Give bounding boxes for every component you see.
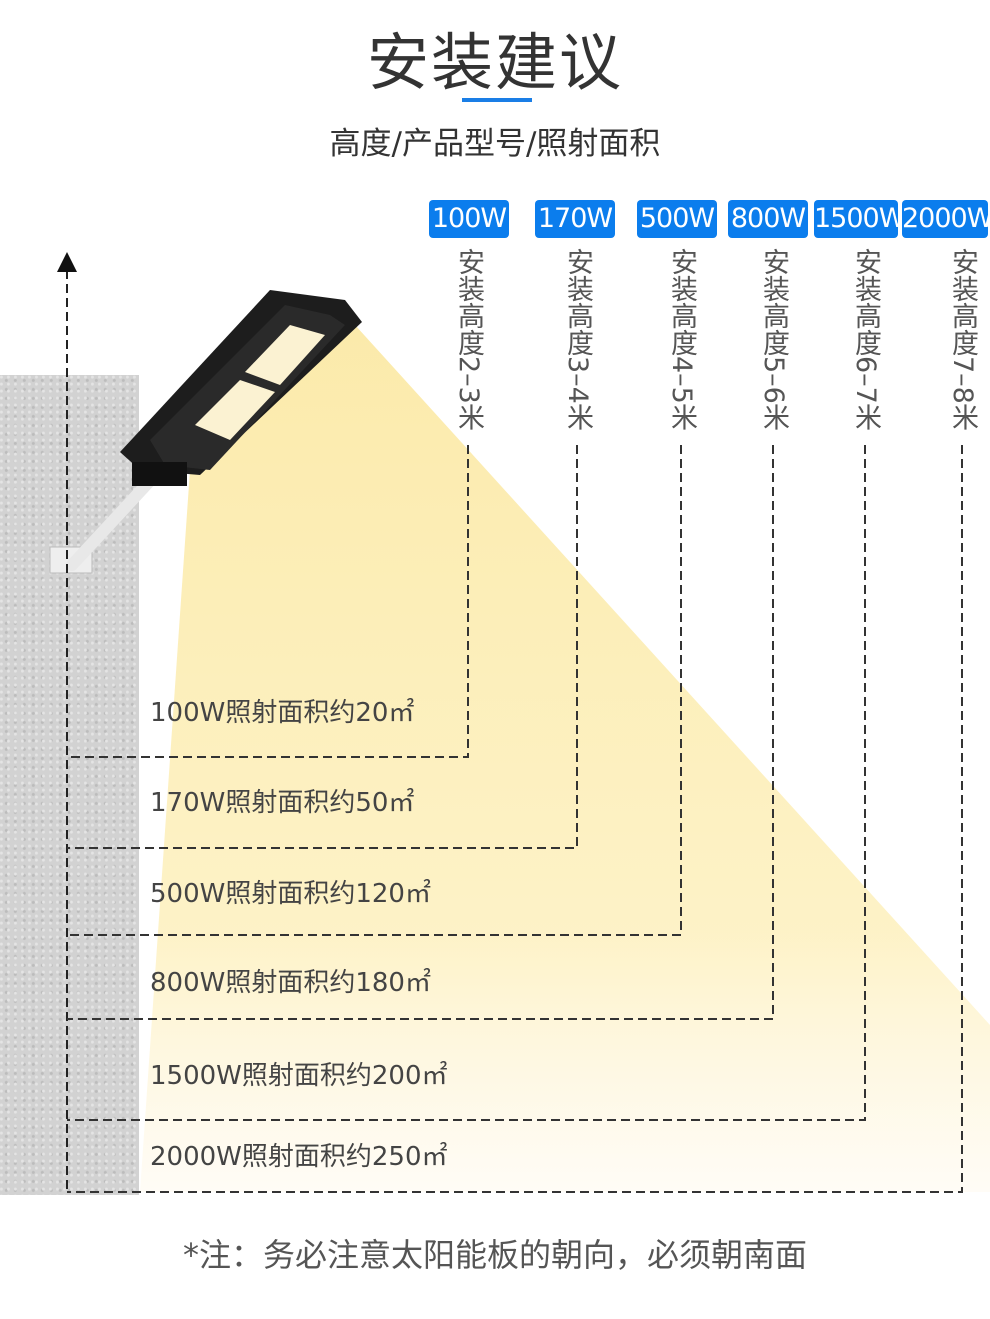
area-label-100w: 100W照射面积约20㎡ bbox=[150, 698, 415, 728]
page-title: 安装建议 bbox=[366, 26, 623, 99]
arrow-up-icon bbox=[57, 252, 77, 272]
height-guide-line bbox=[67, 445, 682, 936]
install-height-100w: 安装高度2–3米 bbox=[453, 248, 484, 431]
light-cone bbox=[140, 325, 990, 1192]
title-underline bbox=[462, 98, 532, 102]
page-subtitle: 高度/产品型号/照射面积 bbox=[329, 126, 661, 162]
install-height-2000w: 安装高度7–8米 bbox=[947, 248, 978, 431]
model-badge-1500w: 1500W bbox=[814, 200, 905, 238]
area-label-500w: 500W照射面积约120㎡ bbox=[150, 879, 431, 909]
height-guide-line bbox=[67, 445, 866, 1121]
install-height-1500w: 安装高度6–7米 bbox=[850, 248, 881, 431]
height-guide-line bbox=[67, 445, 578, 849]
height-guide-line bbox=[67, 445, 774, 1020]
height-guide-line bbox=[67, 445, 469, 758]
model-badge-500w: 500W bbox=[637, 200, 717, 238]
height-guide-line bbox=[67, 445, 963, 1193]
area-label-800w: 800W照射面积约180㎡ bbox=[150, 968, 431, 998]
area-label-170w: 170W照射面积约50㎡ bbox=[150, 788, 415, 818]
install-height-800w: 安装高度5–6米 bbox=[758, 248, 789, 431]
area-label-1500w: 1500W照射面积约200㎡ bbox=[150, 1061, 448, 1091]
model-badge-100w: 100W bbox=[429, 200, 509, 238]
area-label-2000w: 2000W照射面积约250㎡ bbox=[150, 1142, 448, 1172]
model-badge-2000w: 2000W bbox=[902, 200, 990, 238]
model-badge-170w: 170W bbox=[535, 200, 615, 238]
install-height-170w: 安装高度3–4米 bbox=[562, 248, 593, 431]
orientation-note: *注：务必注意太阳能板的朝向，必须朝南面 bbox=[182, 1236, 807, 1274]
model-badge-800w: 800W bbox=[728, 200, 808, 238]
street-lamp bbox=[120, 290, 362, 486]
install-height-500w: 安装高度4–5米 bbox=[666, 248, 697, 431]
